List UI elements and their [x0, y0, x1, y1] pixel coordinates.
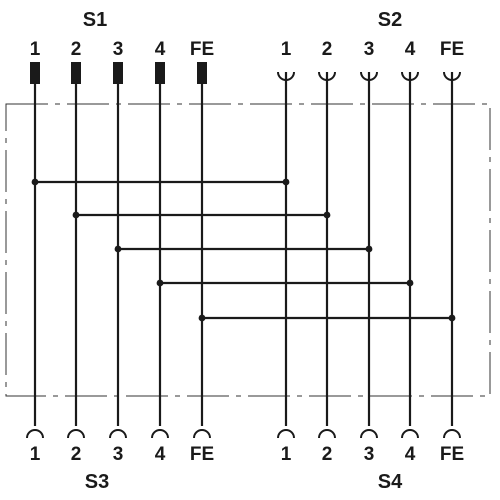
junction-dot	[282, 178, 290, 186]
s1-pin-contact	[197, 62, 207, 84]
symbol-layer	[26, 62, 461, 439]
s2-socket-contact	[443, 71, 461, 81]
connector-s2-label: S2	[378, 9, 402, 31]
junction-dot	[406, 279, 414, 287]
s4-socket-contact	[401, 429, 419, 439]
s1-pin-contact	[30, 62, 40, 84]
s2-pin-label: 1	[281, 39, 292, 60]
junction-dot	[156, 279, 164, 287]
s3-socket-contact	[151, 429, 169, 439]
s1-pin-label: FE	[190, 39, 214, 60]
s3-socket-contact	[109, 429, 127, 439]
s2-socket-contact	[318, 71, 336, 81]
s3-pin-label: 3	[113, 444, 124, 465]
s4-pin-label: 4	[405, 444, 416, 465]
s1-pin-label: 2	[71, 39, 82, 60]
s4-socket-contact	[360, 429, 378, 439]
s1-pin-label: 4	[155, 39, 166, 60]
s4-socket-contact	[277, 429, 295, 439]
s1-pin-contact	[71, 62, 81, 84]
junction-dot	[198, 314, 206, 322]
housing-outline	[5, 103, 491, 397]
s3-pin-label: 4	[155, 444, 166, 465]
connector-s1-label: S1	[83, 9, 107, 31]
junction-dot	[365, 245, 373, 253]
junction-dot	[72, 211, 80, 219]
s2-socket-contact	[360, 71, 378, 81]
s3-pin-label: 2	[71, 444, 82, 465]
junction-dot	[323, 211, 331, 219]
s2-pin-label: 3	[364, 39, 375, 60]
s2-pin-label: FE	[440, 39, 464, 60]
s1-pin-label: 3	[113, 39, 124, 60]
s3-socket-contact	[26, 429, 44, 439]
s2-socket-contact	[277, 71, 295, 81]
s3-socket-contact	[193, 429, 211, 439]
connector-s4-label: S4	[378, 471, 403, 493]
connector-s3-label: S3	[85, 471, 109, 493]
s3-socket-contact	[67, 429, 85, 439]
s4-pin-label: 1	[281, 444, 292, 465]
s3-pin-label: FE	[190, 444, 214, 465]
s1-pin-contact	[155, 62, 165, 84]
s4-pin-label: FE	[440, 444, 464, 465]
s1-pin-label: 1	[30, 39, 41, 60]
s4-pin-label: 3	[364, 444, 375, 465]
wire-layer	[33, 72, 454, 426]
s2-pin-label: 2	[322, 39, 333, 60]
s4-socket-contact	[443, 429, 461, 439]
s4-pin-label: 2	[322, 444, 333, 465]
s2-socket-contact	[401, 71, 419, 81]
s1-pin-contact	[113, 62, 123, 84]
s2-pin-label: 4	[405, 39, 416, 60]
junction-dot	[448, 314, 456, 322]
junction-dot	[31, 178, 39, 186]
s3-pin-label: 1	[30, 444, 41, 465]
junction-dot	[114, 245, 122, 253]
s4-socket-contact	[318, 429, 336, 439]
